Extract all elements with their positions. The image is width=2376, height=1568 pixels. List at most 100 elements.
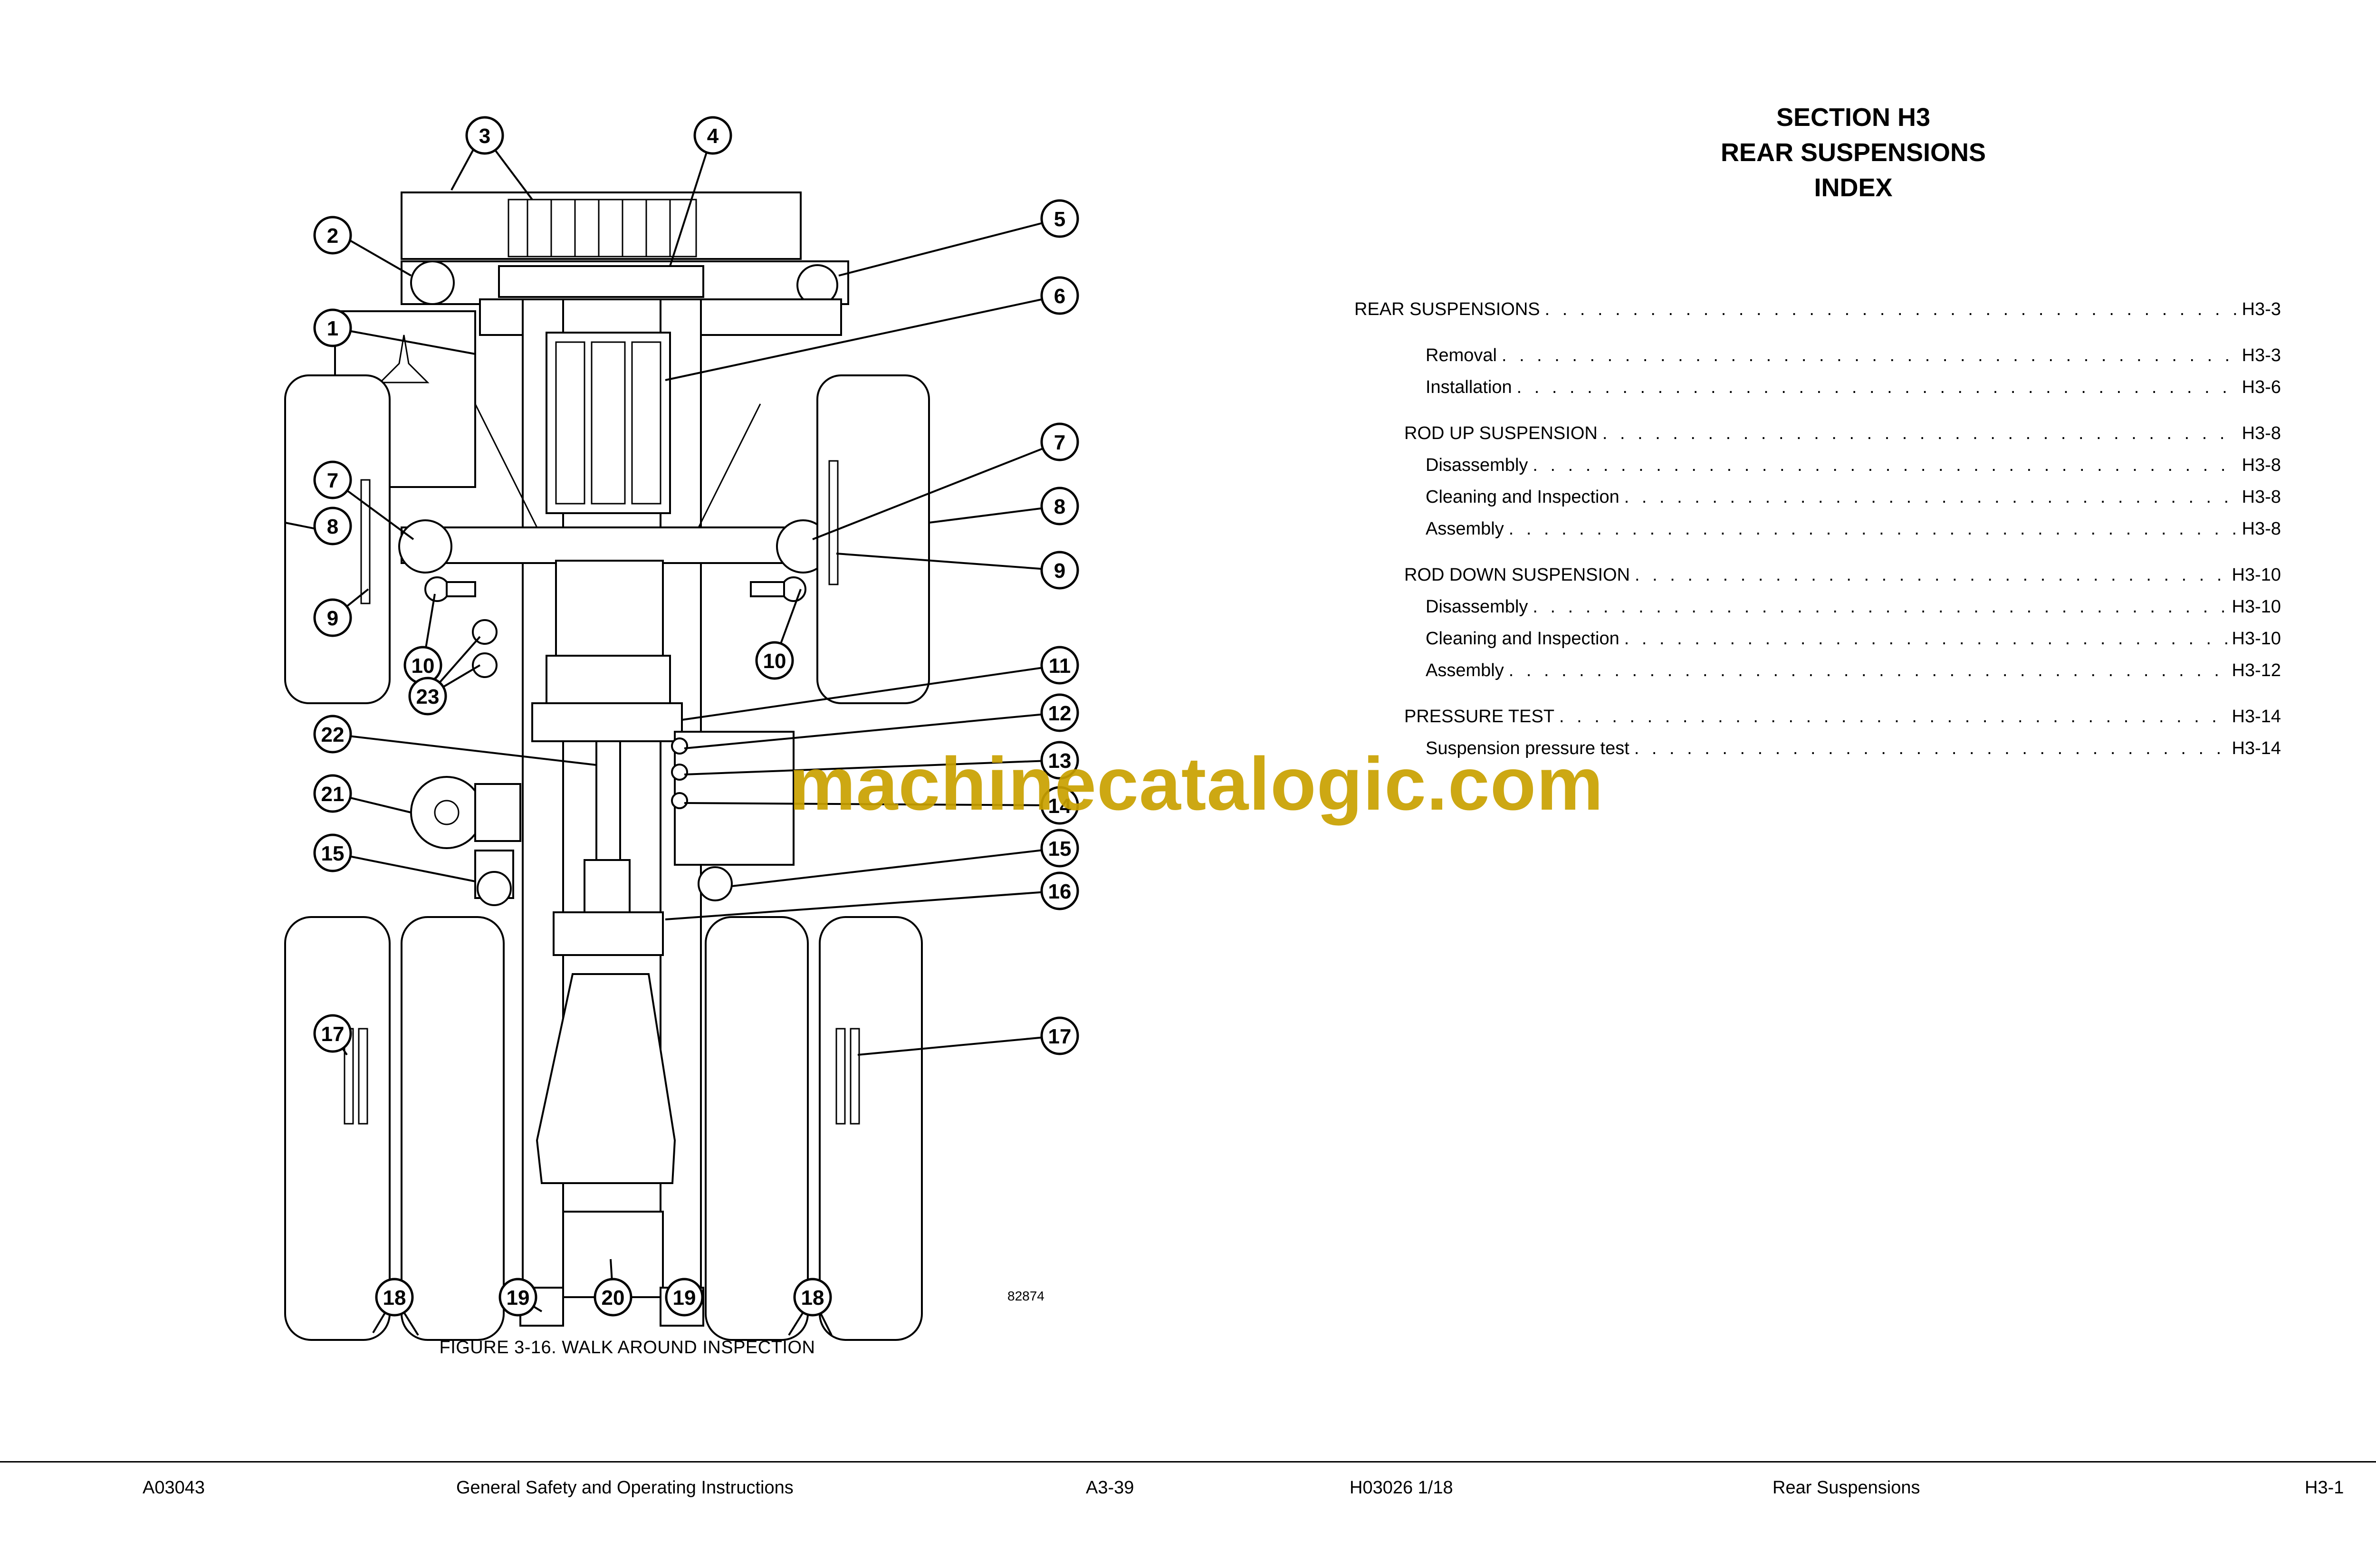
callout-13: 13 [1040, 741, 1079, 780]
svg-text:9: 9 [1054, 559, 1065, 583]
callout-4: 4 [693, 116, 732, 155]
callout-16: 16 [1040, 871, 1079, 910]
index-entry-page: H3-8 [2242, 423, 2281, 443]
callout-14: 14 [1040, 786, 1079, 825]
index-entry-rear-suspensions[interactable]: REAR SUSPENSIONS H3-3 [1354, 299, 2281, 331]
index-entry-suspension-pressure-test[interactable]: Suspension pressure test H3-14 [1354, 738, 2281, 770]
index-entry-cleaning-and-inspection[interactable]: Cleaning and InspectionH3-10 [1354, 629, 2281, 660]
callout-7-right: 7 [1040, 422, 1079, 461]
figure-code: 82874 [1007, 1289, 1044, 1303]
index-entry-label: Suspension pressure test [1426, 738, 1629, 758]
section-title-line-3: INDEX [1814, 173, 1893, 202]
callout-20: 20 [594, 1278, 632, 1317]
callout-8-left: 8 [313, 507, 352, 545]
index-entry-page: H3-12 [2232, 660, 2281, 680]
index-entry-disassembly[interactable]: Disassembly H3-10 [1354, 597, 2281, 629]
svg-text:10: 10 [763, 650, 786, 673]
svg-text:17: 17 [321, 1023, 345, 1046]
index-entry-page: H3-14 [2232, 707, 2281, 727]
svg-text:19: 19 [507, 1286, 530, 1310]
index-entry-label: ROD DOWN SUSPENSION [1404, 565, 1630, 585]
index-entry-page: H3-10 [2232, 565, 2281, 585]
svg-text:20: 20 [602, 1286, 625, 1310]
callout-18-left: 18 [375, 1278, 414, 1317]
section-title-line-2: REAR SUSPENSIONS [1720, 138, 1986, 167]
footer-left-title: General Safety and Operating Instruction… [456, 1478, 794, 1498]
index-entry-page: H3-3 [2242, 299, 2281, 319]
index-entry-label: Installation [1426, 377, 1512, 397]
index-entry-label: REAR SUSPENSIONS [1354, 299, 1540, 319]
index-entry-label: Assembly [1426, 519, 1504, 539]
svg-text:16: 16 [1048, 880, 1072, 903]
left-page: 1 2 3 4 5 6 7 7 8 8 9 9 10 10 11 12 13 1… [284, 116, 1079, 1358]
svg-text:7: 7 [327, 469, 338, 492]
callout-10-left: 10 [403, 646, 442, 685]
callout-23: 23 [408, 677, 447, 716]
walk-around-inspection-figure: 1 2 3 4 5 6 7 7 8 8 9 9 10 10 11 12 13 1… [284, 116, 1079, 1341]
svg-text:1: 1 [327, 317, 338, 340]
svg-text:13: 13 [1048, 749, 1072, 773]
callout-22: 22 [313, 715, 352, 754]
callout-5: 5 [1040, 199, 1079, 238]
callout-9-left: 9 [313, 598, 352, 637]
index-entry-rod-up-suspension[interactable]: ROD UP SUSPENSION H3-8 [1354, 423, 2281, 455]
footer-left-doc-number: A03043 [143, 1478, 205, 1498]
svg-text:12: 12 [1048, 702, 1072, 725]
index-entry-label: Cleaning and Inspection [1426, 487, 1619, 507]
index-list: REAR SUSPENSIONS H3-3 RemovalH3-3 Install… [1354, 299, 2281, 770]
index-entry-pressure-test[interactable]: PRESSURE TESTH3-14 [1354, 707, 2281, 738]
svg-text:7: 7 [1054, 431, 1065, 454]
index-entry-page: H3-8 [2242, 519, 2281, 539]
svg-text:23: 23 [416, 685, 440, 708]
svg-text:21: 21 [321, 783, 345, 806]
index-entry-label: Assembly [1426, 660, 1504, 680]
index-entry-page: H3-14 [2232, 738, 2281, 758]
index-entry-page: H3-8 [2242, 487, 2281, 507]
footer-right-doc-number: H03026 1/18 [1350, 1478, 1453, 1498]
svg-text:10: 10 [412, 654, 435, 678]
index-entry-installation[interactable]: InstallationH3-6 [1354, 377, 2281, 409]
index-entry-label: Disassembly [1426, 455, 1528, 475]
section-title: SECTION H3 REAR SUSPENSIONS INDEX [1568, 100, 2138, 205]
index-entry-disassembly[interactable]: DisassemblyH3-8 [1354, 455, 2281, 487]
callout-15-right: 15 [1040, 829, 1079, 868]
footer-right-title: Rear Suspensions [1772, 1478, 1920, 1498]
svg-text:8: 8 [1054, 495, 1065, 518]
svg-text:8: 8 [327, 515, 338, 538]
callout-19-left: 19 [498, 1278, 537, 1317]
callout-15-left: 15 [313, 833, 352, 872]
svg-text:11: 11 [1049, 654, 1071, 678]
index-entry-assembly[interactable]: Assembly H3-8 [1354, 519, 2281, 551]
index-entry-label: Disassembly [1426, 597, 1528, 617]
svg-text:9: 9 [327, 607, 338, 630]
callout-19-right: 19 [665, 1278, 704, 1317]
svg-text:6: 6 [1054, 285, 1065, 308]
callout-3: 3 [465, 116, 504, 155]
callout-11: 11 [1040, 646, 1079, 685]
index-entry-cleaning-and-inspection[interactable]: Cleaning and Inspection H3-8 [1354, 487, 2281, 519]
callout-7-left: 7 [313, 460, 352, 499]
svg-text:19: 19 [673, 1286, 696, 1310]
index-entry-page: H3-10 [2232, 597, 2281, 617]
svg-text:18: 18 [801, 1286, 824, 1310]
index-entry-label: Removal [1426, 345, 1497, 365]
callout-2: 2 [313, 216, 352, 255]
vehicle-drawing [284, 191, 930, 1341]
callout-18-right: 18 [793, 1278, 832, 1317]
footer-left-page-number: A3-39 [1086, 1478, 1134, 1498]
callout-12: 12 [1040, 693, 1079, 732]
callout-21: 21 [313, 774, 352, 813]
svg-text:15: 15 [1048, 837, 1072, 860]
callout-17-left: 17 [313, 1014, 352, 1053]
figure-caption: FIGURE 3-16. WALK AROUND INSPECTION [439, 1338, 815, 1358]
index-entry-label: ROD UP SUSPENSION [1404, 423, 1598, 443]
index-entry-assembly[interactable]: Assembly H3-12 [1354, 660, 2281, 692]
svg-text:22: 22 [321, 723, 345, 746]
callout-17-right: 17 [1040, 1016, 1079, 1055]
svg-text:17: 17 [1048, 1025, 1072, 1048]
index-entry-rod-down-suspension[interactable]: ROD DOWN SUSPENSION H3-10 [1354, 565, 2281, 597]
index-entry-removal[interactable]: RemovalH3-3 [1354, 345, 2281, 377]
svg-text:14: 14 [1048, 794, 1072, 818]
index-entry-label: Cleaning and Inspection [1426, 629, 1619, 649]
svg-text:5: 5 [1054, 208, 1065, 231]
